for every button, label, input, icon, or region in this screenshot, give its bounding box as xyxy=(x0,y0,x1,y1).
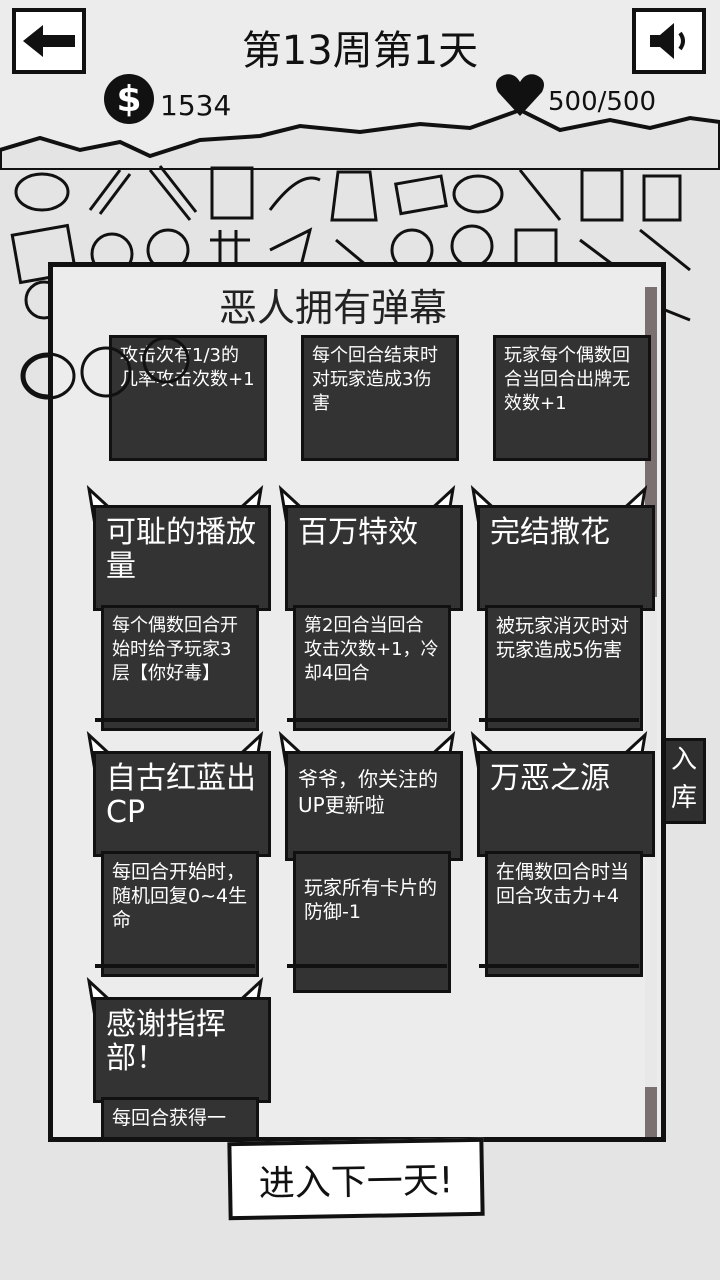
card-shadow xyxy=(95,964,255,968)
day-title: 第13周第1天 xyxy=(241,28,479,74)
card-red-blue-cp[interactable]: 自古红蓝出CP 每回合开始时，随机回复0~4生命 xyxy=(85,731,275,977)
speaker-icon xyxy=(650,23,685,59)
card-desc: 玩家所有卡片的防御-1 xyxy=(293,851,451,993)
card-shadow xyxy=(479,718,639,722)
card-million-effects[interactable]: 百万特效 第2回合当回合攻击次数+1，冷却4回合 xyxy=(277,485,467,731)
next-day-button[interactable]: 进入下一天! xyxy=(227,1137,485,1221)
card-name: 自古红蓝出CP xyxy=(93,751,271,857)
heart-icon xyxy=(496,74,544,116)
card-name: 可耻的播放量 xyxy=(93,505,271,611)
card-up-updated[interactable]: 爷爷，你关注的UP更新啦 玩家所有卡片的防御-1 xyxy=(277,731,467,993)
sound-button[interactable] xyxy=(632,8,706,74)
card-desc: 每回合开始时，随机回复0~4生命 xyxy=(101,851,259,977)
card-desc: 被玩家消灭时对玩家造成5伤害 xyxy=(485,605,643,731)
money-counter: $ 1534 xyxy=(104,74,231,124)
card-desc: 每个偶数回合开始时给予玩家3层【你好毒】 xyxy=(101,605,259,731)
card-desc: 每回合获得一 xyxy=(101,1097,259,1137)
card-name: 万恶之源 xyxy=(477,751,655,857)
card-shadow xyxy=(95,718,255,722)
card-thanks-hq[interactable]: 感谢指挥部！ 每回合获得一 xyxy=(85,977,275,1137)
card-shameful-views[interactable]: 可耻的播放量 每个偶数回合开始时给予玩家3层【你好毒】 xyxy=(85,485,275,731)
card-name: 感谢指挥部！ xyxy=(93,997,271,1103)
card-shadow xyxy=(479,964,639,968)
card-shadow xyxy=(287,964,447,968)
card-desc: 玩家每个偶数回合当回合出牌无效数+1 xyxy=(493,335,651,461)
card-desc: 每个回合结束时对玩家造成3伤害 xyxy=(301,335,459,461)
dollar-coin-icon: $ xyxy=(104,74,154,124)
card-desc: 在偶数回合时当回合攻击力+4 xyxy=(485,851,643,977)
panel-title: 恶人拥有弹幕 xyxy=(218,286,447,330)
hp-value: 500/500 xyxy=(548,87,657,117)
card-shadow xyxy=(287,718,447,722)
card-name: 完结撒花 xyxy=(477,505,655,611)
torn-edge xyxy=(0,107,720,170)
side-storage-button[interactable]: 入库 xyxy=(662,738,706,824)
card-finale[interactable]: 完结撒花 被玩家消灭时对玩家造成5伤害 xyxy=(469,485,659,731)
money-value: 1534 xyxy=(160,88,232,122)
back-button[interactable] xyxy=(12,8,86,74)
back-arrow-icon xyxy=(23,25,75,57)
enemy-barrage-panel: 恶人拥有弹幕 攻击次有1/3的几率攻击次数+1 每个回合结束时对玩家造成3伤害 … xyxy=(48,262,666,1142)
card-partial-3[interactable]: 玩家每个偶数回合当回合出牌无效数+1 xyxy=(477,267,661,464)
card-partial-2[interactable]: 每个回合结束时对玩家造成3伤害 xyxy=(285,267,475,464)
overlay-item-doodles xyxy=(20,336,190,400)
card-name: 爷爷，你关注的UP更新啦 xyxy=(285,751,463,861)
card-name: 百万特效 xyxy=(285,505,463,611)
card-desc: 第2回合当回合攻击次数+1，冷却4回合 xyxy=(293,605,451,731)
card-root-of-evil[interactable]: 万恶之源 在偶数回合时当回合攻击力+4 xyxy=(469,731,659,977)
hp-counter: 500/500 xyxy=(494,72,656,118)
